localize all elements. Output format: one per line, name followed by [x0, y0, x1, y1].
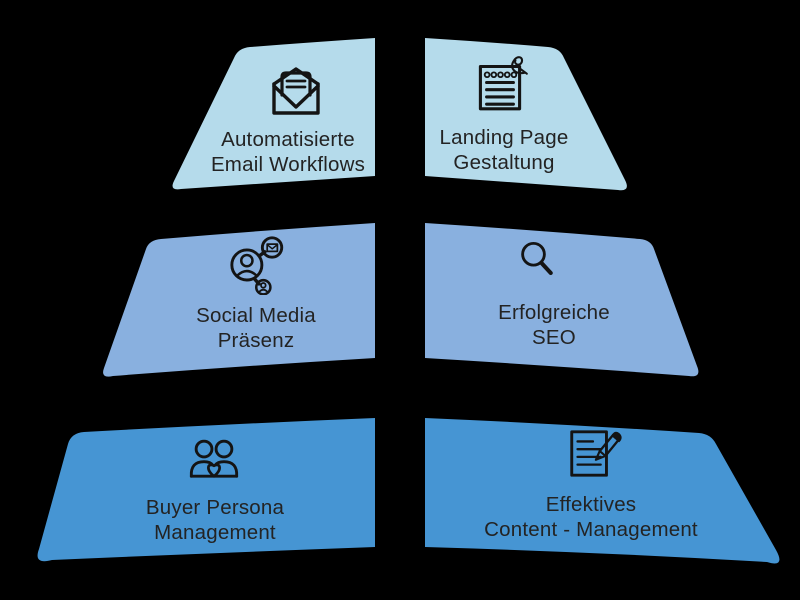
label-line-2: Gestaltung: [453, 151, 555, 174]
label-line-2: Management: [154, 521, 276, 544]
panel-label-content-management: Effektives Content - Management: [421, 492, 761, 542]
panel-label-seo: Erfolgreiche SEO: [384, 300, 724, 350]
label-line-1: Buyer Persona: [145, 496, 285, 519]
open-email-icon: [264, 57, 328, 121]
label-line-1: Social Media: [196, 304, 316, 327]
panel-shape-social-media: [103, 223, 375, 377]
panel-label-social-media: Social Media Präsenz: [86, 303, 426, 353]
label-line-2: Präsenz: [217, 329, 295, 352]
document-pen-icon: [561, 427, 623, 481]
panel-label-buyer-persona: Buyer Persona Management: [45, 495, 385, 545]
label-line-1: Erfolgreiche: [498, 301, 610, 324]
panel-label-email-workflows: Automatisierte Email Workflows: [118, 127, 458, 177]
panel-label-landing-page: Landing Page Gestaltung: [334, 125, 674, 175]
notepad-pin-icon: [467, 50, 533, 116]
panel-shape-buyer-persona: [37, 418, 376, 562]
people-heart-icon: [185, 437, 243, 481]
label-line-2: Email Workflows: [210, 153, 366, 176]
label-line-1: Automatisierte: [221, 128, 355, 151]
panel-shape-seo: [425, 223, 699, 377]
panel-shape-landing-page: [425, 38, 627, 191]
label-line-2: Content - Management: [484, 518, 698, 541]
label-line-1: Effektives: [545, 493, 637, 516]
social-network-icon: [227, 233, 289, 295]
panel-shape-content-management: [425, 418, 780, 564]
magnifier-icon: [514, 237, 562, 285]
label-line-2: SEO: [532, 326, 576, 349]
label-line-1: Landing Page: [439, 126, 569, 149]
